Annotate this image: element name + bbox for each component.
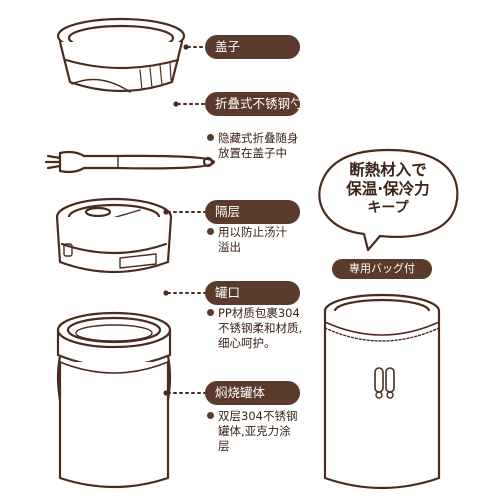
bullet-dot [207,134,214,141]
note-divider-line-1: 用以防止汤汁 [218,225,287,239]
bullet-dot [207,228,214,235]
label-divider: 隔层 [205,200,300,224]
note-jar-mouth-line-2: 不锈钢柔和材质, [218,321,303,335]
speech-bubble-shape [318,148,459,252]
jar-illustration [56,311,172,489]
note-spoon-line-1: 隐藏式折叠随身 [218,131,299,145]
lid-illustration [56,17,186,93]
note-divider-line-2: 溢出 [218,240,241,254]
note-jar-mouth-line-1: PP材质包裹304 [218,306,300,320]
bubble-line-1: 断熱材入で [349,161,427,179]
speech-bubble-text: 断熱材入で 保温·保冷力 キープ [334,161,442,218]
note-jar-mouth-line-3: 细心呵护。 [218,336,276,350]
note-jar-body-line-1: 双层304不锈钢 [218,409,298,423]
label-lid: 盖子 [205,35,300,59]
divider-illustration [55,197,173,274]
bag-illustration [323,293,441,490]
bubble-line-3: キープ [367,200,409,216]
label-jar-mouth: 罐口 [205,281,300,305]
label-dedicated-bag: 専用バッグ付 [332,259,432,279]
bullet-dot [207,309,214,316]
note-jar-mouth: PP材质包裹304 不锈钢柔和材质, 细心呵护。 [207,306,302,351]
bubble-line-2: 保温·保冷力 [346,180,430,198]
label-jar-body: 焖烧罐体 [205,381,300,405]
label-spoon: 折叠式不锈钢勺 [205,92,303,116]
bullet-dot [207,412,214,419]
spoon-illustration [44,150,216,174]
note-jar-body-line-2: 罐体,亚克力涂 [218,424,291,438]
note-spoon-line-2: 放置在盖子中 [218,146,287,160]
note-jar-body: 双层304不锈钢 罐体,亚克力涂 层 [207,409,297,454]
note-spoon: 隐藏式折叠随身 放置在盖子中 [207,131,299,161]
note-jar-body-line-3: 层 [218,439,230,453]
note-divider: 用以防止汤汁 溢出 [207,225,287,255]
